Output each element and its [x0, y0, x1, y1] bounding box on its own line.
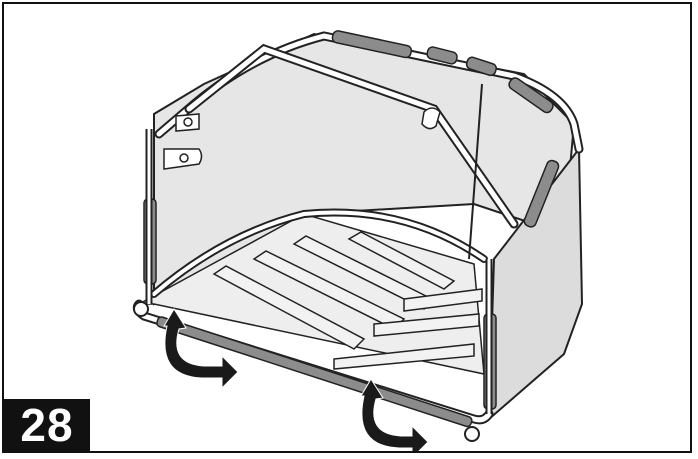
- step-number-badge: 28: [4, 399, 90, 451]
- right-foot: [464, 426, 480, 442]
- basket-illustration: [132, 30, 584, 451]
- support-rod: [468, 83, 483, 260]
- basket-floor: [138, 213, 485, 375]
- diagram-frame: 28: [2, 2, 692, 453]
- mount-brackets: [163, 107, 441, 170]
- left-foot: [133, 301, 149, 317]
- curved-arrow-right: [360, 378, 429, 451]
- foam-grips: [143, 30, 560, 428]
- curved-arrow-left: [163, 308, 239, 390]
